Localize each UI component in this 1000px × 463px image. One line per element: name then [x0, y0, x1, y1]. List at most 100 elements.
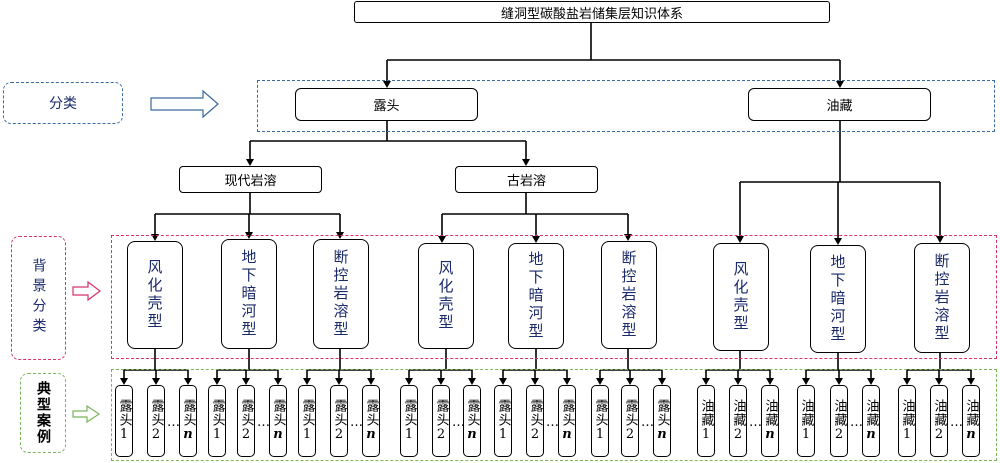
- case-leaf-label: 油藏: [762, 399, 778, 427]
- modern-karst-label: 现代岩溶: [224, 174, 277, 189]
- case-leaf-label: 露头2: [433, 399, 449, 443]
- case-leaf-label: 油藏: [963, 399, 979, 427]
- reservoir-label: 油藏: [826, 99, 853, 114]
- case-leaf: 露头2: [237, 385, 255, 457]
- case-leaf-label: 露头1: [495, 399, 511, 443]
- case-leaf-n: n: [180, 427, 196, 443]
- paleo-underground-river-label: 地下暗河型: [526, 251, 545, 341]
- case-leaf-label: 油藏1: [899, 399, 915, 443]
- case-leaf-label: 露头1: [299, 399, 315, 443]
- case-leaf-label: 油藏2: [831, 399, 847, 443]
- outcrop-label: 露头: [373, 99, 400, 114]
- case-leaf-label: 露头1: [209, 399, 225, 443]
- case-leaf: 露头1: [298, 385, 316, 457]
- case-leaf-label: 露头: [654, 399, 670, 427]
- classification-label-text: 分类: [49, 96, 77, 112]
- modern-underground-river-label: 地下暗河型: [239, 249, 258, 339]
- root-label: 缝洞型碳酸盐岩储集层知识体系: [500, 6, 683, 22]
- case-leaf-n: n: [363, 427, 379, 443]
- case-ellipsis: …: [546, 415, 559, 430]
- background-region: [111, 235, 997, 359]
- background-arrow: [72, 280, 101, 302]
- case-leaf-label: 露头1: [592, 399, 608, 443]
- case-leaf-n: n: [464, 427, 480, 443]
- case-leaf: 油藏1: [797, 385, 815, 457]
- classification-label: 分类: [3, 82, 123, 124]
- case-leaf-label: 露头2: [331, 399, 347, 443]
- paleo-fault-controlled-node: 断控岩溶型: [601, 241, 657, 349]
- cases-label-text: 典型案例: [35, 381, 51, 445]
- paleo-underground-river-node: 地下暗河型: [508, 243, 564, 349]
- cases-region: [111, 369, 997, 461]
- case-leaf: 油藏2: [729, 385, 747, 457]
- case-leaf: 露头1: [400, 385, 418, 457]
- case-leaf-label: 露头2: [527, 399, 543, 443]
- case-leaf: 露头2: [621, 385, 639, 457]
- modern-fault-controlled-node: 断控岩溶型: [313, 239, 369, 349]
- case-leaf-label: 露头2: [148, 399, 164, 443]
- reservoir-weathered-crust-label: 风化壳型: [731, 261, 750, 333]
- case-leaf: 露头2: [432, 385, 450, 457]
- case-ellipsis: …: [350, 415, 363, 430]
- case-leaf: 露头2: [147, 385, 165, 457]
- case-leaf-label: 露头2: [238, 399, 254, 443]
- case-leaf-label: 油藏2: [730, 399, 746, 443]
- classification-arrow: [150, 89, 219, 119]
- reservoir-node: 油藏: [748, 88, 931, 121]
- case-leaf: 露头1: [591, 385, 609, 457]
- case-ellipsis: …: [950, 415, 963, 430]
- case-leaf: 露头1: [115, 385, 133, 457]
- classification-region: [257, 80, 995, 132]
- cases-arrow: [72, 404, 101, 424]
- case-leaf-label: 露头: [180, 399, 196, 427]
- case-leaf-n: n: [270, 427, 286, 443]
- paleo-karst-node: 古岩溶: [455, 166, 598, 193]
- paleo-fault-controlled-label: 断控岩溶型: [619, 250, 638, 340]
- case-leaf: 油藏2: [830, 385, 848, 457]
- case-leaf: 露头1: [494, 385, 512, 457]
- case-leaf: 油藏2: [930, 385, 948, 457]
- case-leaf-n: n: [559, 427, 575, 443]
- case-ellipsis: …: [749, 415, 762, 430]
- case-leaf: 油藏1: [697, 385, 715, 457]
- reservoir-fault-controlled-node: 断控岩溶型: [914, 243, 970, 353]
- paleo-weathered-crust-label: 风化壳型: [436, 260, 455, 332]
- case-ellipsis: …: [452, 415, 465, 430]
- case-ellipsis: …: [257, 415, 270, 430]
- case-ellipsis: …: [850, 415, 863, 430]
- case-leaf-n: n: [863, 427, 879, 443]
- root-node: 缝洞型碳酸盐岩储集层知识体系: [354, 1, 830, 23]
- reservoir-weathered-crust-node: 风化壳型: [713, 243, 769, 351]
- case-leaf-label: 露头: [464, 399, 480, 427]
- modern-underground-river-node: 地下暗河型: [221, 239, 277, 349]
- reservoir-fault-controlled-label: 断控岩溶型: [932, 253, 951, 343]
- case-leaf: 露头2: [526, 385, 544, 457]
- case-leaf-label: 露头: [270, 399, 286, 427]
- reservoir-underground-river-node: 地下暗河型: [810, 245, 866, 353]
- case-leaf-label: 油藏1: [698, 399, 714, 443]
- background-label-text: 背景分类: [30, 258, 47, 338]
- reservoir-underground-river-label: 地下暗河型: [828, 254, 847, 344]
- case-leaf: 油藏1: [898, 385, 916, 457]
- case-leaf-n: n: [762, 427, 778, 443]
- case-leaf: 露头1: [208, 385, 226, 457]
- case-leaf-label: 露头: [559, 399, 575, 427]
- case-leaf-label: 油藏2: [931, 399, 947, 443]
- modern-karst-node: 现代岩溶: [179, 166, 322, 193]
- case-leaf: 露头2: [330, 385, 348, 457]
- case-leaf-n: n: [963, 427, 979, 443]
- outcrop-node: 露头: [295, 88, 478, 121]
- case-leaf-n: n: [654, 427, 670, 443]
- case-leaf-label: 露头1: [401, 399, 417, 443]
- case-leaf-label: 油藏1: [798, 399, 814, 443]
- case-ellipsis: …: [641, 415, 654, 430]
